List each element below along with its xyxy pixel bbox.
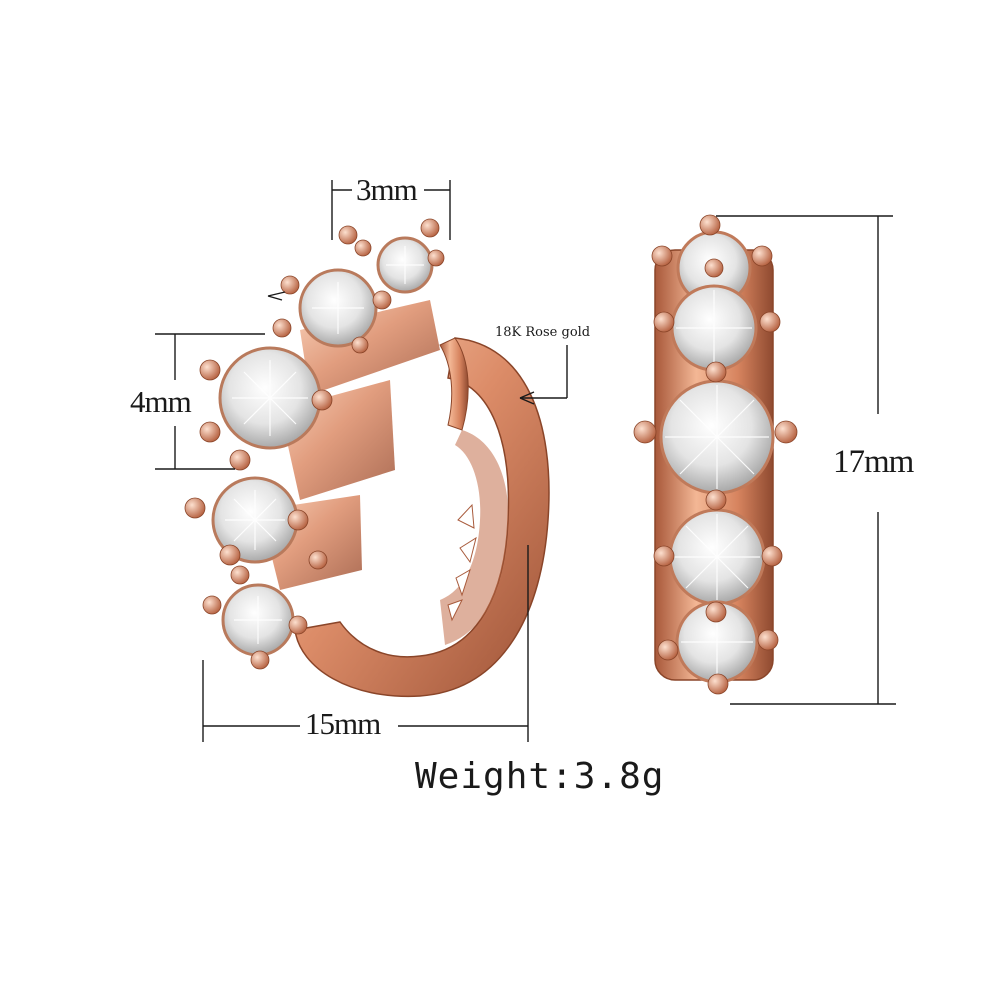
- weight-label: Weight:3.8g: [415, 756, 665, 797]
- left-earring: [184, 218, 550, 698]
- hoop-width-label: 15mm: [305, 706, 381, 741]
- hinge: [439, 337, 469, 431]
- stone-height-label: 4mm: [130, 384, 192, 419]
- stone-width-label: 3mm: [356, 172, 418, 207]
- stone-row: [184, 218, 445, 670]
- dimension-lines: [155, 180, 896, 742]
- right-earring: [633, 214, 798, 695]
- hoop-height-label: 17mm: [833, 444, 914, 480]
- hoop-inner-band: [440, 430, 509, 645]
- front-prongs: [633, 214, 798, 695]
- material-label: 18K Rose gold: [495, 325, 591, 340]
- hoop-cutouts: [447, 503, 477, 622]
